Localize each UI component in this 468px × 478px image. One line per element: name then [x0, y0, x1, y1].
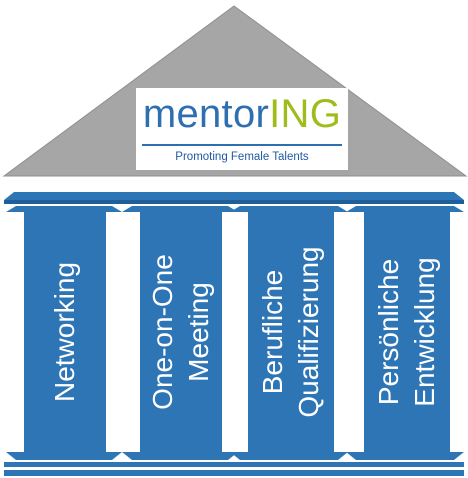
logo-word-mentor: mentor — [142, 92, 270, 136]
pillar-4-text-line2: Entwicklung — [409, 257, 440, 407]
mentoring-logo: mentorING Promoting Female Talents — [136, 88, 348, 170]
logo-divider — [142, 144, 342, 146]
pillar-berufliche-qualifizierung — [230, 206, 348, 460]
pillar-persoenliche-entwicklung — [346, 206, 464, 460]
pillar-2-text-line2: Meeting — [183, 282, 214, 382]
logo-wordmark: mentorING — [136, 90, 348, 138]
top-beam — [4, 192, 464, 200]
pillar-3-text-line2: Qualifizierung — [293, 246, 324, 418]
top-beam-base — [4, 200, 464, 204]
pillar-networking — [6, 206, 122, 460]
pillar-1-text: Networking — [49, 261, 80, 403]
pillar-2-text-line1: One-on-One — [147, 254, 178, 410]
logo-word-ing: ING — [269, 92, 342, 136]
logo-tagline: Promoting Female Talents — [175, 151, 309, 163]
pillar-one-on-one-meeting — [122, 206, 238, 460]
pillar-3-text-line1: Berufliche — [257, 269, 288, 395]
base-step-2 — [4, 470, 464, 476]
pillar-4-text-line1: Persönliche — [373, 258, 404, 406]
base-step-1 — [4, 462, 464, 467]
